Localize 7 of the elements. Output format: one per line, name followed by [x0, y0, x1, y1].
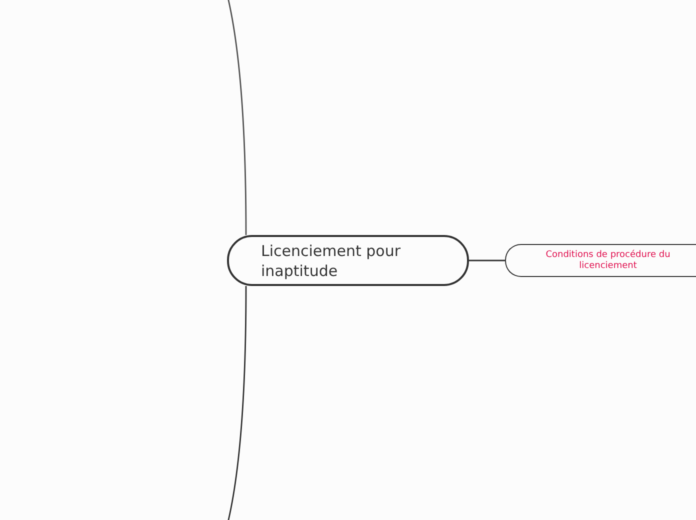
topic-label: Conditions de procédure du licenciement — [544, 250, 672, 272]
topic-label: Licenciement pour inaptitude — [261, 240, 402, 280]
subtopic — [505, 244, 696, 277]
connector-line — [227, 286, 247, 520]
connector-line — [227, 0, 247, 235]
connector-line — [469, 260, 505, 262]
central-topic — [227, 235, 469, 286]
